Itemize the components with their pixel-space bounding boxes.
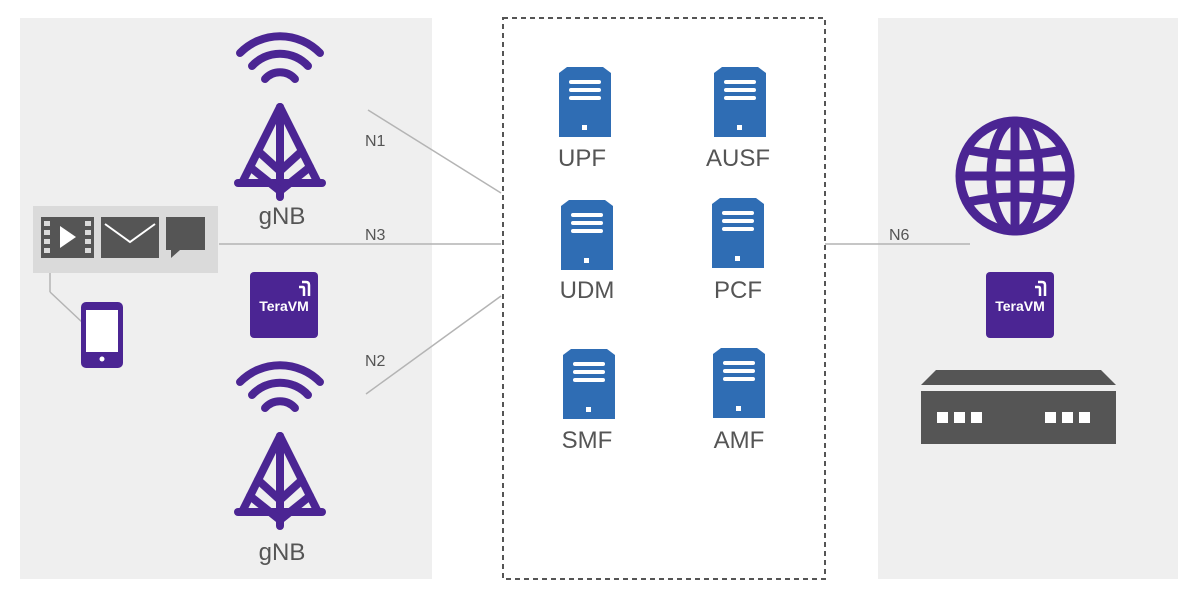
media-tray [33,206,218,273]
n6-label: N6 [889,227,910,244]
n2-line [365,295,502,395]
server-icon [714,67,766,137]
server-icon [712,198,764,268]
smartphone-icon [81,302,123,368]
globe-icon [955,116,1075,236]
chat-icon [166,217,205,258]
video-icon [41,217,94,258]
amf-label: AMF [714,427,765,454]
dn-badge-text: TeraVM [995,298,1045,314]
server-icon [713,348,765,418]
bottom-gnb-label: gNB [259,539,306,566]
core-boundary [502,17,826,580]
server-icon [563,349,615,419]
server-icon [561,200,613,270]
top-gnb-label: gNB [259,203,306,230]
n2-label: N2 [365,353,386,370]
n1-line [367,109,502,194]
upf-label: UPF [558,145,606,172]
mail-icon [101,217,159,258]
smf-label: SMF [562,427,613,454]
ue-connector [49,291,84,324]
server-icon [559,67,611,137]
udm-label: UDM [560,277,615,304]
pcf-label: PCF [714,277,762,304]
network-appliance-icon [921,370,1116,444]
ran-badge-text: TeraVM [259,298,309,314]
n1-label: N1 [365,133,386,150]
n3-label: N3 [365,227,386,244]
ausf-label: AUSF [706,145,770,172]
ran-panel [20,18,432,579]
